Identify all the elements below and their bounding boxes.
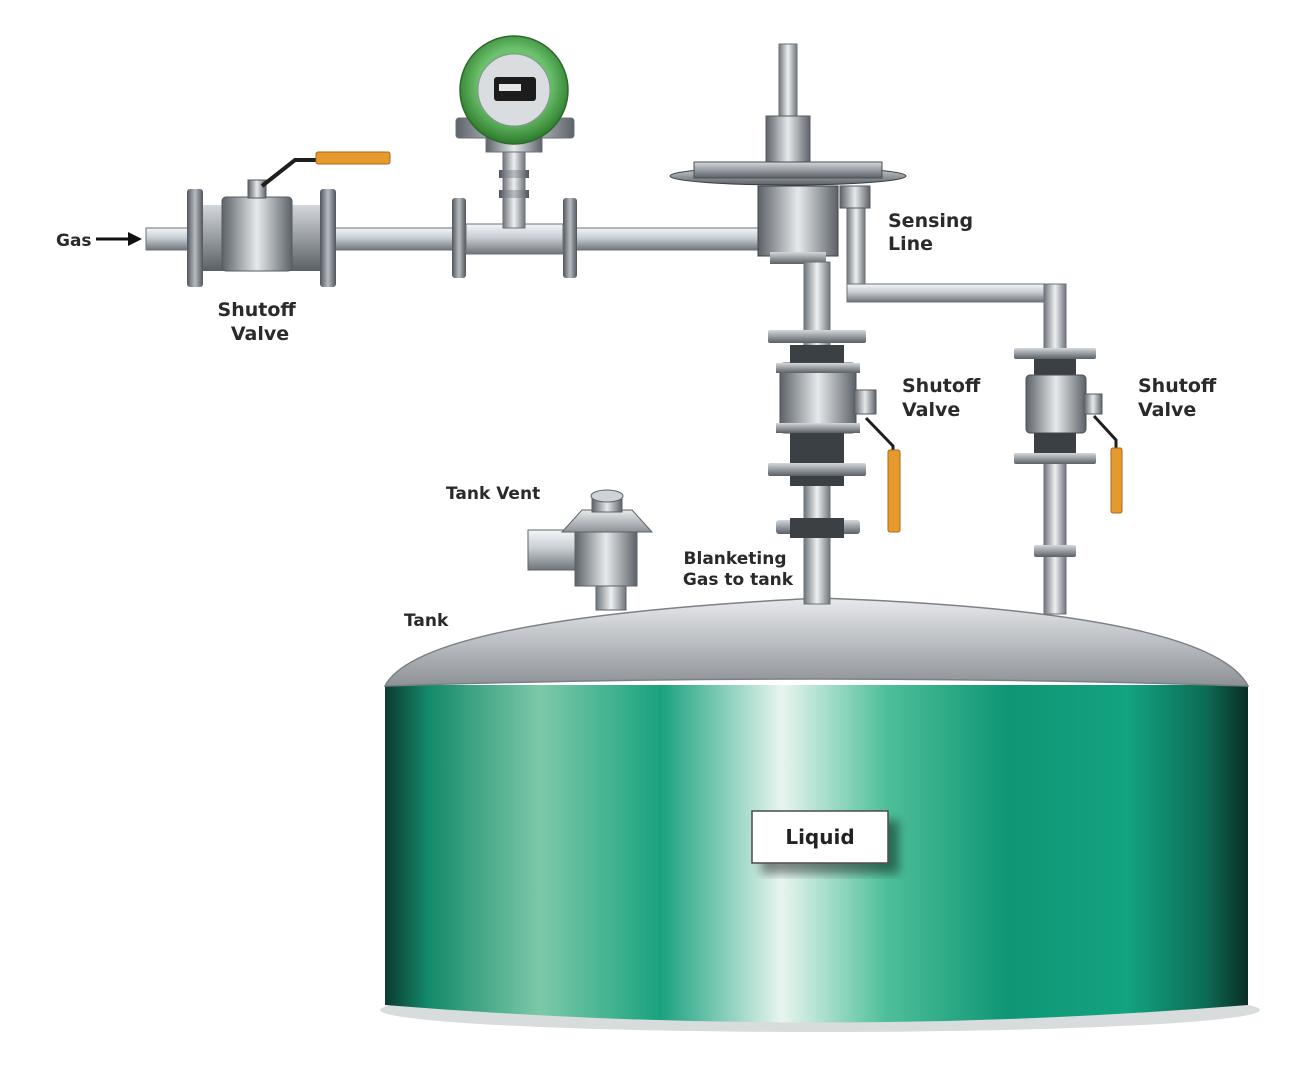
valve2-flange-bottom xyxy=(776,423,860,433)
valve3-flange-1 xyxy=(1014,348,1096,359)
valve2-handle xyxy=(887,449,901,533)
flowmeter-body xyxy=(465,223,564,255)
liquid-label: Liquid xyxy=(785,825,854,849)
regulator-upper-flange xyxy=(693,161,883,179)
flowmeter-neck-ring-2 xyxy=(499,190,529,198)
flowmeter xyxy=(452,35,577,278)
valve1-flange-left xyxy=(187,189,203,287)
tank-roof xyxy=(383,597,1250,687)
valve2-body xyxy=(779,362,857,434)
liquid-label-box xyxy=(751,810,889,864)
tank: Liquid xyxy=(380,597,1260,1032)
shutoff-valve-1 xyxy=(187,151,391,287)
valve3-flange-2 xyxy=(1014,453,1096,464)
gas-label: Gas xyxy=(56,231,92,251)
regulator-outlet-top xyxy=(770,252,826,264)
sensing-line-line1: Sensing xyxy=(888,210,973,232)
valve3-stem xyxy=(1083,393,1103,415)
vent-cap-dome xyxy=(590,489,624,503)
arrow-right-icon xyxy=(96,232,142,246)
tank-vent-label: Tank Vent xyxy=(446,484,540,504)
blanket-flange-1 xyxy=(768,330,866,343)
valve1-handle-arm xyxy=(260,158,318,188)
shutoff-valve-2-line2: Valve xyxy=(902,399,960,421)
shutoff-valve-1-label: Shutoff Valve xyxy=(218,299,303,345)
tank-vent xyxy=(527,489,654,611)
valve2-flange-top xyxy=(776,363,860,373)
regulator-body xyxy=(757,185,839,257)
shutoff-valve-3-label: Shutoff Valve xyxy=(1138,375,1223,421)
shutoff-valve-3-line1: Shutoff xyxy=(1138,375,1217,397)
blanket-flange-2 xyxy=(768,463,866,476)
gas-inlet-line xyxy=(145,35,762,287)
valve2-handle-arm xyxy=(864,416,895,452)
shutoff-valve-3-line2: Valve xyxy=(1138,399,1196,421)
sensing-tap xyxy=(839,185,871,209)
vent-body xyxy=(574,527,638,587)
shutoff-valve-2-line1: Shutoff xyxy=(902,375,981,397)
sensing-line-line2: Line xyxy=(888,233,933,255)
valve2-stem xyxy=(853,389,877,415)
valve3-collar-1 xyxy=(1034,359,1076,375)
regulator-stem xyxy=(778,43,798,123)
blanketing-gas-line1: Blanketing xyxy=(684,549,787,569)
shutoff-valve-3 xyxy=(1014,348,1123,557)
blanketing-gas-line2: Gas to tank xyxy=(683,570,794,590)
blanket-collar-3 xyxy=(790,476,844,486)
vent-cap xyxy=(560,509,654,533)
tank-label: Tank xyxy=(404,611,449,631)
valve3-union xyxy=(1034,545,1076,557)
blanketing-gas-pipe xyxy=(768,261,901,605)
shutoff-valve-1-line1: Shutoff xyxy=(218,299,297,321)
valve3-handle xyxy=(1110,447,1123,514)
valve1-handle xyxy=(315,151,391,165)
sensing-line-label: Sensing Line xyxy=(888,210,980,255)
blanket-collar-2 xyxy=(790,433,844,463)
blanket-union-nut xyxy=(790,518,844,538)
flowmeter-neck xyxy=(502,147,526,229)
shutoff-valve-2 xyxy=(776,362,901,533)
valve1-flange-right xyxy=(320,189,336,287)
blanket-collar-1 xyxy=(790,345,844,363)
valve3-collar-2 xyxy=(1034,433,1076,453)
flowmeter-flange-right xyxy=(563,198,577,278)
valve3-body xyxy=(1025,374,1087,434)
flowmeter-neck-ring-1 xyxy=(499,170,529,178)
blanketing-regulator xyxy=(669,43,1067,615)
flowmeter-flange-left xyxy=(452,198,466,278)
shutoff-valve-1-line2: Valve xyxy=(231,323,289,345)
shutoff-valve-2-label: Shutoff Valve xyxy=(902,375,987,421)
valve1-ball xyxy=(221,196,293,272)
transmitter-display-reading xyxy=(499,84,521,91)
valve3-handle-arm xyxy=(1092,414,1118,450)
regulator-bonnet xyxy=(765,115,811,163)
blanketing-gas-label: Blanketing Gas to tank xyxy=(683,549,794,590)
sensing-line-horizontal xyxy=(846,283,1066,303)
